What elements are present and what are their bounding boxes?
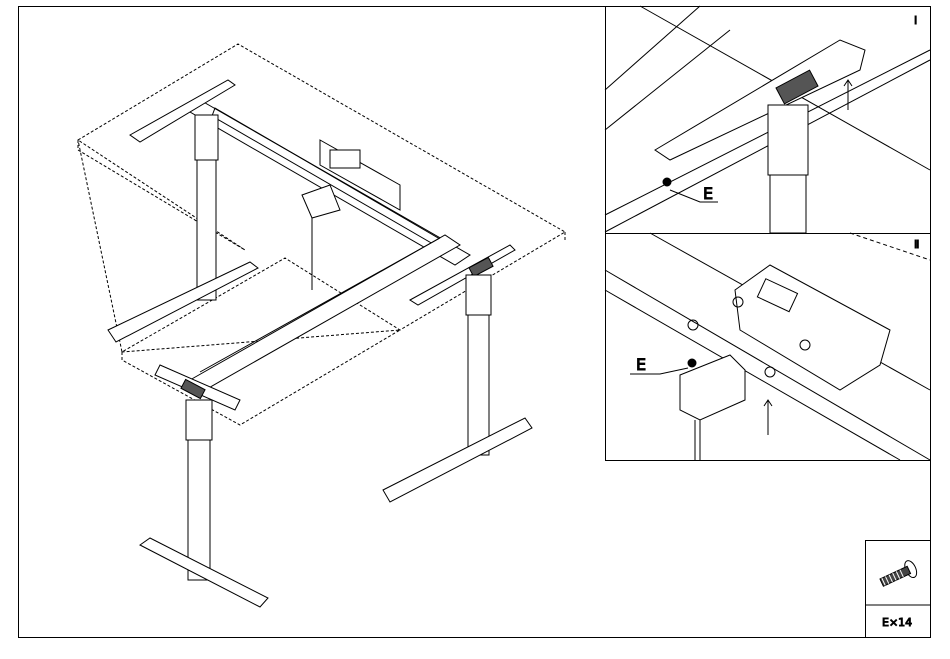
foot-right <box>382 417 533 503</box>
desktop-outline-back <box>77 43 566 353</box>
detail-label-2: Ⅱ <box>914 238 919 251</box>
cross-beam <box>189 234 461 391</box>
screw-icon <box>879 560 918 587</box>
detail-view-1 <box>604 5 931 234</box>
leg-back-lower <box>196 159 217 301</box>
motor-housing <box>301 184 341 219</box>
control-box <box>734 264 891 391</box>
leg-right-upper <box>465 274 492 316</box>
side-beam <box>189 99 471 266</box>
part-callout-e-1: E <box>703 184 713 203</box>
foot-front <box>139 537 269 608</box>
leg-right-lower <box>467 314 490 456</box>
main-desk-view <box>77 43 566 608</box>
leg-front-upper <box>185 399 213 441</box>
leg-upper <box>767 104 809 176</box>
desktop-outline-front <box>121 329 401 426</box>
detail-label-1: Ⅰ <box>914 14 917 27</box>
bracket <box>654 39 866 161</box>
foot-back <box>107 261 259 343</box>
detail-view-2 <box>604 232 931 461</box>
top-bracket-left <box>129 79 236 143</box>
parts-box <box>865 540 931 638</box>
leg-front-lower <box>187 439 211 581</box>
motor-housing <box>679 354 746 421</box>
desktop-edge <box>77 139 246 251</box>
leg-back-upper <box>194 114 219 161</box>
part-count-label: E×14 <box>882 616 912 629</box>
part-callout-e-2: E <box>636 355 646 374</box>
